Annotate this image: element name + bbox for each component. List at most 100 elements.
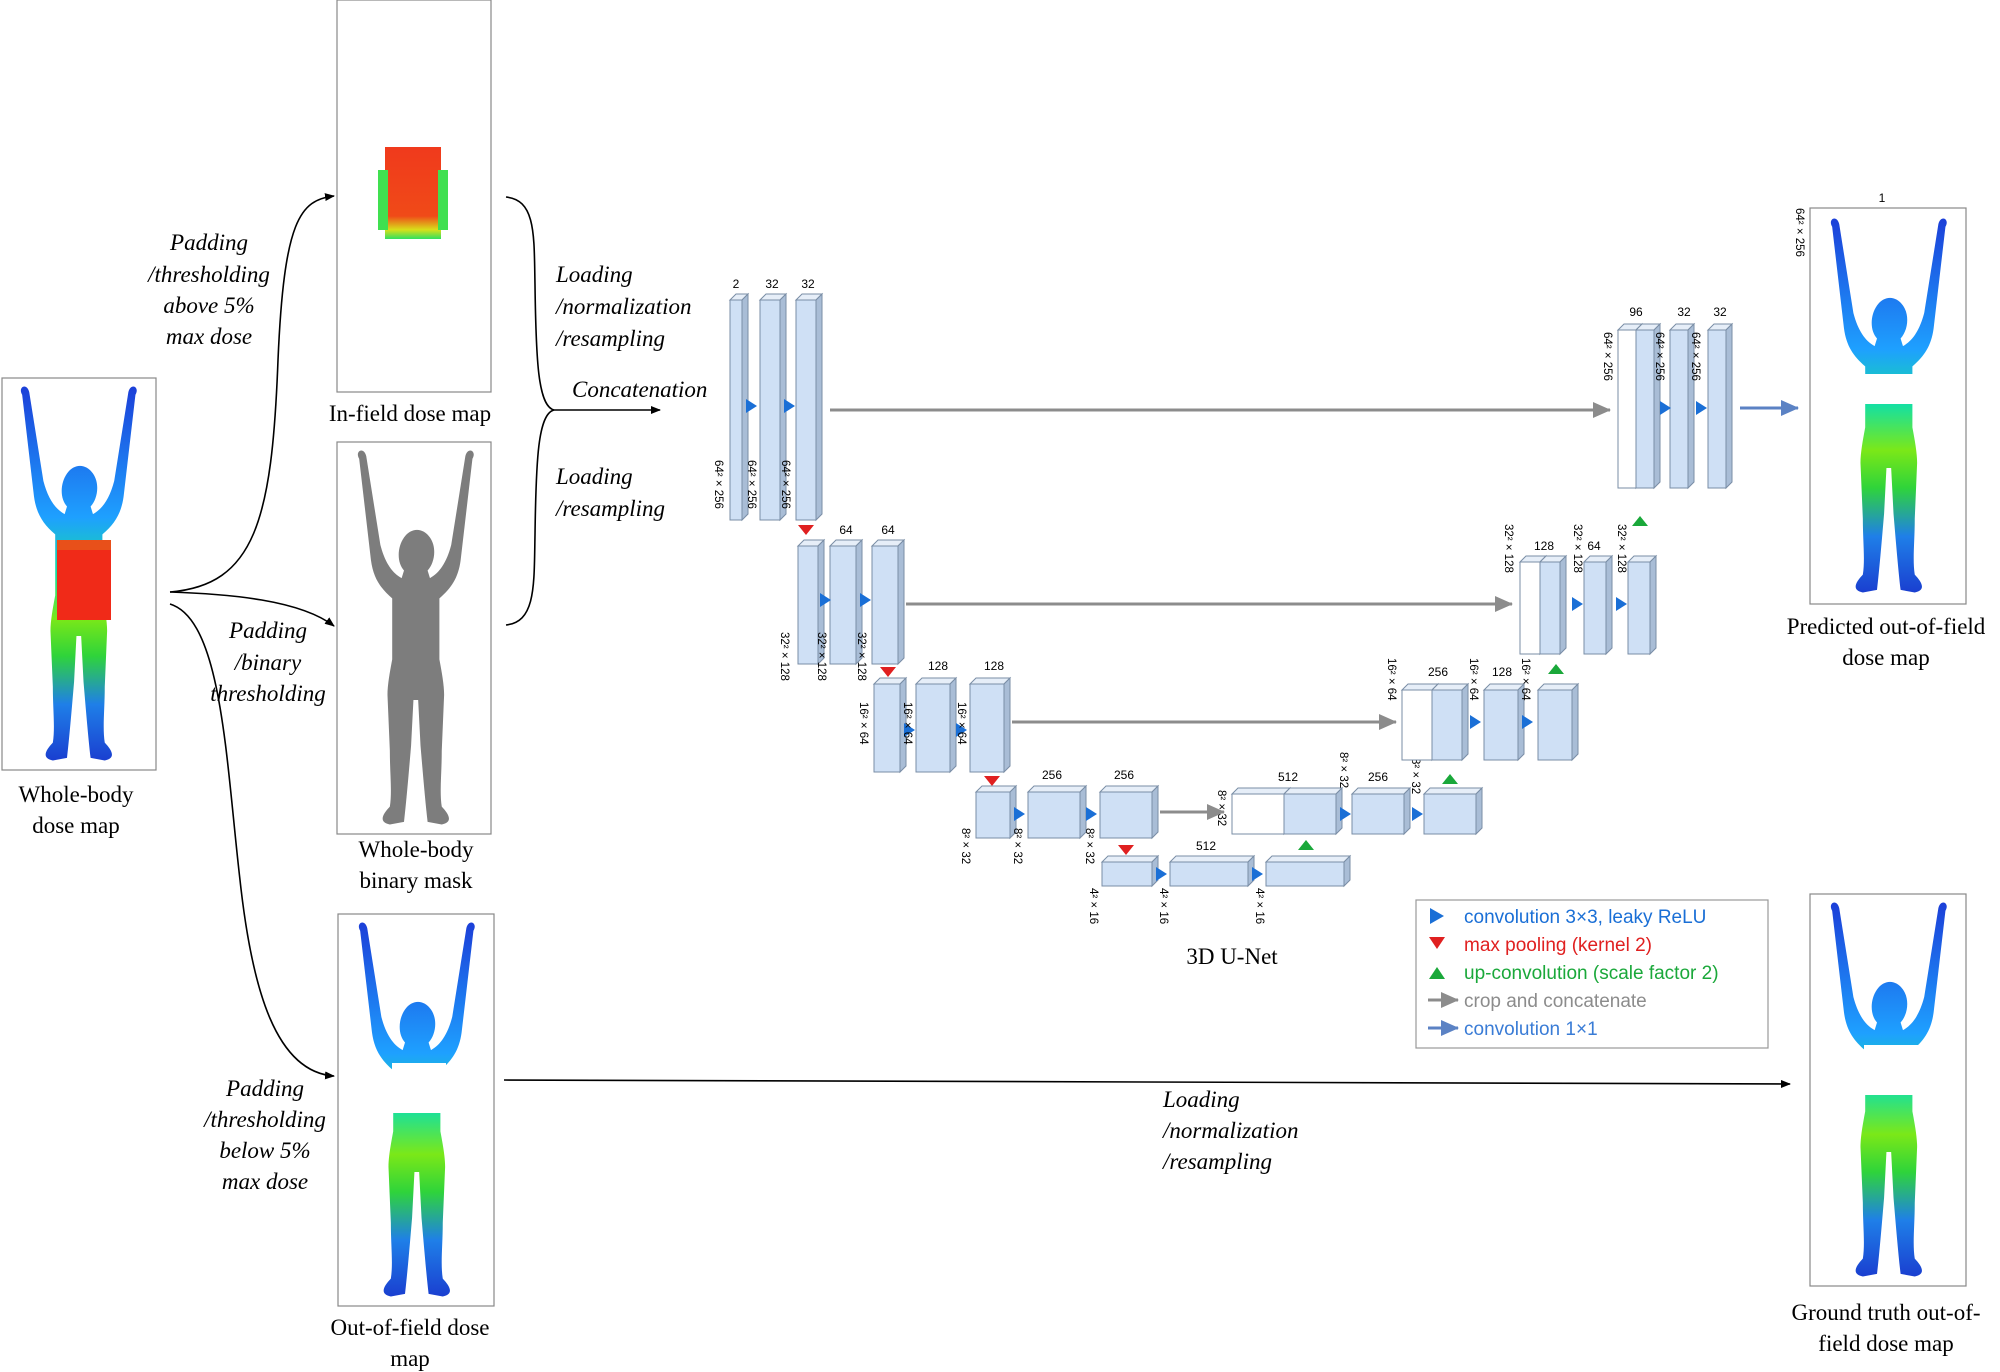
dec2-block-3-side	[1649, 554, 1657, 656]
enc2-dim-1: 32² × 128	[778, 632, 790, 681]
bottleneck-block-2-top	[1168, 855, 1256, 863]
dec4-block-concat-a	[1231, 793, 1285, 835]
in-field-caption: In-field dose map	[329, 401, 491, 426]
enc1-ch-1: 2	[733, 277, 740, 291]
enc3-block-2	[915, 683, 951, 773]
step-padding-binary-1: Padding	[228, 618, 307, 643]
dec3-conv-1	[1470, 715, 1481, 729]
dec1-block-2	[1669, 329, 1689, 489]
bottleneck-conv-2	[1252, 867, 1263, 881]
in-field-dose-region	[385, 147, 441, 239]
step-padding-below-3: below 5%	[219, 1138, 310, 1163]
dec1-dim-1: 64² × 256	[1601, 332, 1613, 381]
legend-item-upconv: up-convolution (scale factor 2)	[1429, 963, 1719, 984]
dec1-block-concat-a	[1617, 329, 1637, 489]
enc1-pool	[798, 525, 814, 535]
dec2-dim-2: 32² × 128	[1571, 524, 1583, 573]
enc1-dim-1: 64² × 256	[712, 460, 724, 509]
legend-pool-label: max pooling (kernel 2)	[1464, 935, 1652, 956]
enc2-conv-2	[860, 593, 871, 607]
whole-body-caption-line2: dose map	[32, 813, 120, 838]
legend-conv1x1-label: convolution 1×1	[1464, 1019, 1598, 1040]
enc4-dim-3: 8² × 32	[1083, 828, 1095, 864]
enc4-block-3-side	[1151, 784, 1159, 840]
dec2-block-concat-b	[1539, 561, 1561, 655]
dec3-conv-2	[1522, 715, 1533, 729]
bottleneck-block-2	[1169, 861, 1249, 887]
bottleneck-dim-2: 4² × 16	[1157, 888, 1169, 924]
step-loading-norm-2: /normalization	[554, 294, 691, 319]
step-padding-above-1: Padding	[169, 230, 248, 255]
legend-item-crop: crop and concatenate	[1428, 991, 1647, 1012]
bottleneck-ch-1: 512	[1196, 839, 1216, 853]
dec2-block-3	[1627, 561, 1651, 655]
ground-truth-caption-line2: field dose map	[1818, 1331, 1953, 1356]
dec4-dim-3: 8² × 32	[1409, 758, 1421, 794]
binary-mask-panel	[336, 441, 492, 835]
output-dim-label: 64² × 256	[1793, 208, 1805, 257]
enc1-block-3	[795, 299, 817, 521]
enc3-pool	[984, 776, 1000, 786]
dec4-block-2-side	[1403, 786, 1411, 836]
enc1-block-3-side	[815, 292, 823, 522]
dec4-block-3-side	[1475, 786, 1483, 836]
dec2-ch-2: 64	[1587, 539, 1601, 553]
dec4-dim-1: 8² × 32	[1215, 790, 1227, 826]
legend-item-conv1x1: convolution 1×1	[1428, 1019, 1598, 1040]
dec4-conv-1	[1340, 807, 1351, 821]
dec4-block-concat-a-top	[1230, 787, 1292, 795]
enc2-ch-1: 64	[839, 523, 853, 537]
bottleneck-upconv	[1298, 840, 1314, 850]
legend-box	[1415, 899, 1769, 1049]
step-padding-above-2: /thresholding	[146, 262, 270, 287]
legend-crop-label: crop and concatenate	[1464, 991, 1647, 1012]
step-padding-below-2: /thresholding	[202, 1107, 326, 1132]
enc3-block-3-top	[968, 677, 1012, 685]
dec1-ch-1: 96	[1629, 305, 1643, 319]
enc4-block-3	[1099, 791, 1153, 839]
bottleneck-dim-3: 4² × 16	[1253, 888, 1265, 924]
dec4-ch-2: 256	[1368, 770, 1388, 784]
enc4-ch-1: 256	[1042, 768, 1062, 782]
step-padding-above-4: max dose	[166, 324, 252, 349]
legend-conv-label: convolution 3×3, leaky ReLU	[1464, 907, 1706, 928]
step-loading-bottom-2: /normalization	[1161, 1118, 1298, 1143]
step-loading-norm-1: Loading	[555, 262, 633, 287]
unet-title: 3D U-Net	[1186, 944, 1278, 969]
enc2-conv-1	[820, 593, 831, 607]
out-of-field-caption-line2: map	[390, 1346, 430, 1371]
binary-mask-caption-line1: Whole-body	[359, 837, 474, 862]
dec4-block-2	[1351, 793, 1405, 835]
dec2-block-2-side	[1605, 554, 1613, 656]
bottleneck-block-3	[1265, 861, 1345, 887]
legend: convolution 3×3, leaky ReLU max pooling …	[1415, 899, 1769, 1049]
dec3-ch-2: 128	[1492, 665, 1512, 679]
dec3-block-3-side	[1571, 682, 1579, 762]
step-padding-below-1: Padding	[225, 1076, 304, 1101]
enc3-dim-2: 16² × 64	[901, 702, 913, 745]
step-loading-resampling-1: Loading	[555, 464, 633, 489]
step-padding-binary-2: /binary	[233, 650, 302, 675]
dec4-block-concat-b	[1283, 793, 1337, 835]
enc4-conv-1	[1014, 807, 1025, 821]
flow-arrows	[169, 193, 1791, 1088]
dec3-block-3-top	[1536, 683, 1580, 691]
bottleneck-conv-1	[1156, 867, 1167, 881]
dec4-conv-2	[1412, 807, 1423, 821]
bottleneck-dim-1: 4² × 16	[1087, 888, 1099, 924]
bottleneck-block-1	[1101, 861, 1153, 887]
enc1-ch-2: 32	[765, 277, 779, 291]
enc3-ch-1: 128	[928, 659, 948, 673]
dec2-conv-2	[1616, 597, 1627, 611]
ground-truth-dose-panel	[1809, 893, 1967, 1287]
enc2-dim-3: 32² × 128	[855, 632, 867, 681]
down-triangle-icon	[1429, 937, 1445, 949]
legend-item-pool: max pooling (kernel 2)	[1429, 935, 1652, 956]
bottleneck-block-3-side	[1343, 854, 1351, 888]
right-triangle-icon	[1430, 908, 1444, 924]
enc4-block-1-top	[974, 785, 1018, 793]
dec1-dim-2: 64² × 256	[1653, 332, 1665, 381]
predicted-caption-line2: dose map	[1842, 645, 1930, 670]
